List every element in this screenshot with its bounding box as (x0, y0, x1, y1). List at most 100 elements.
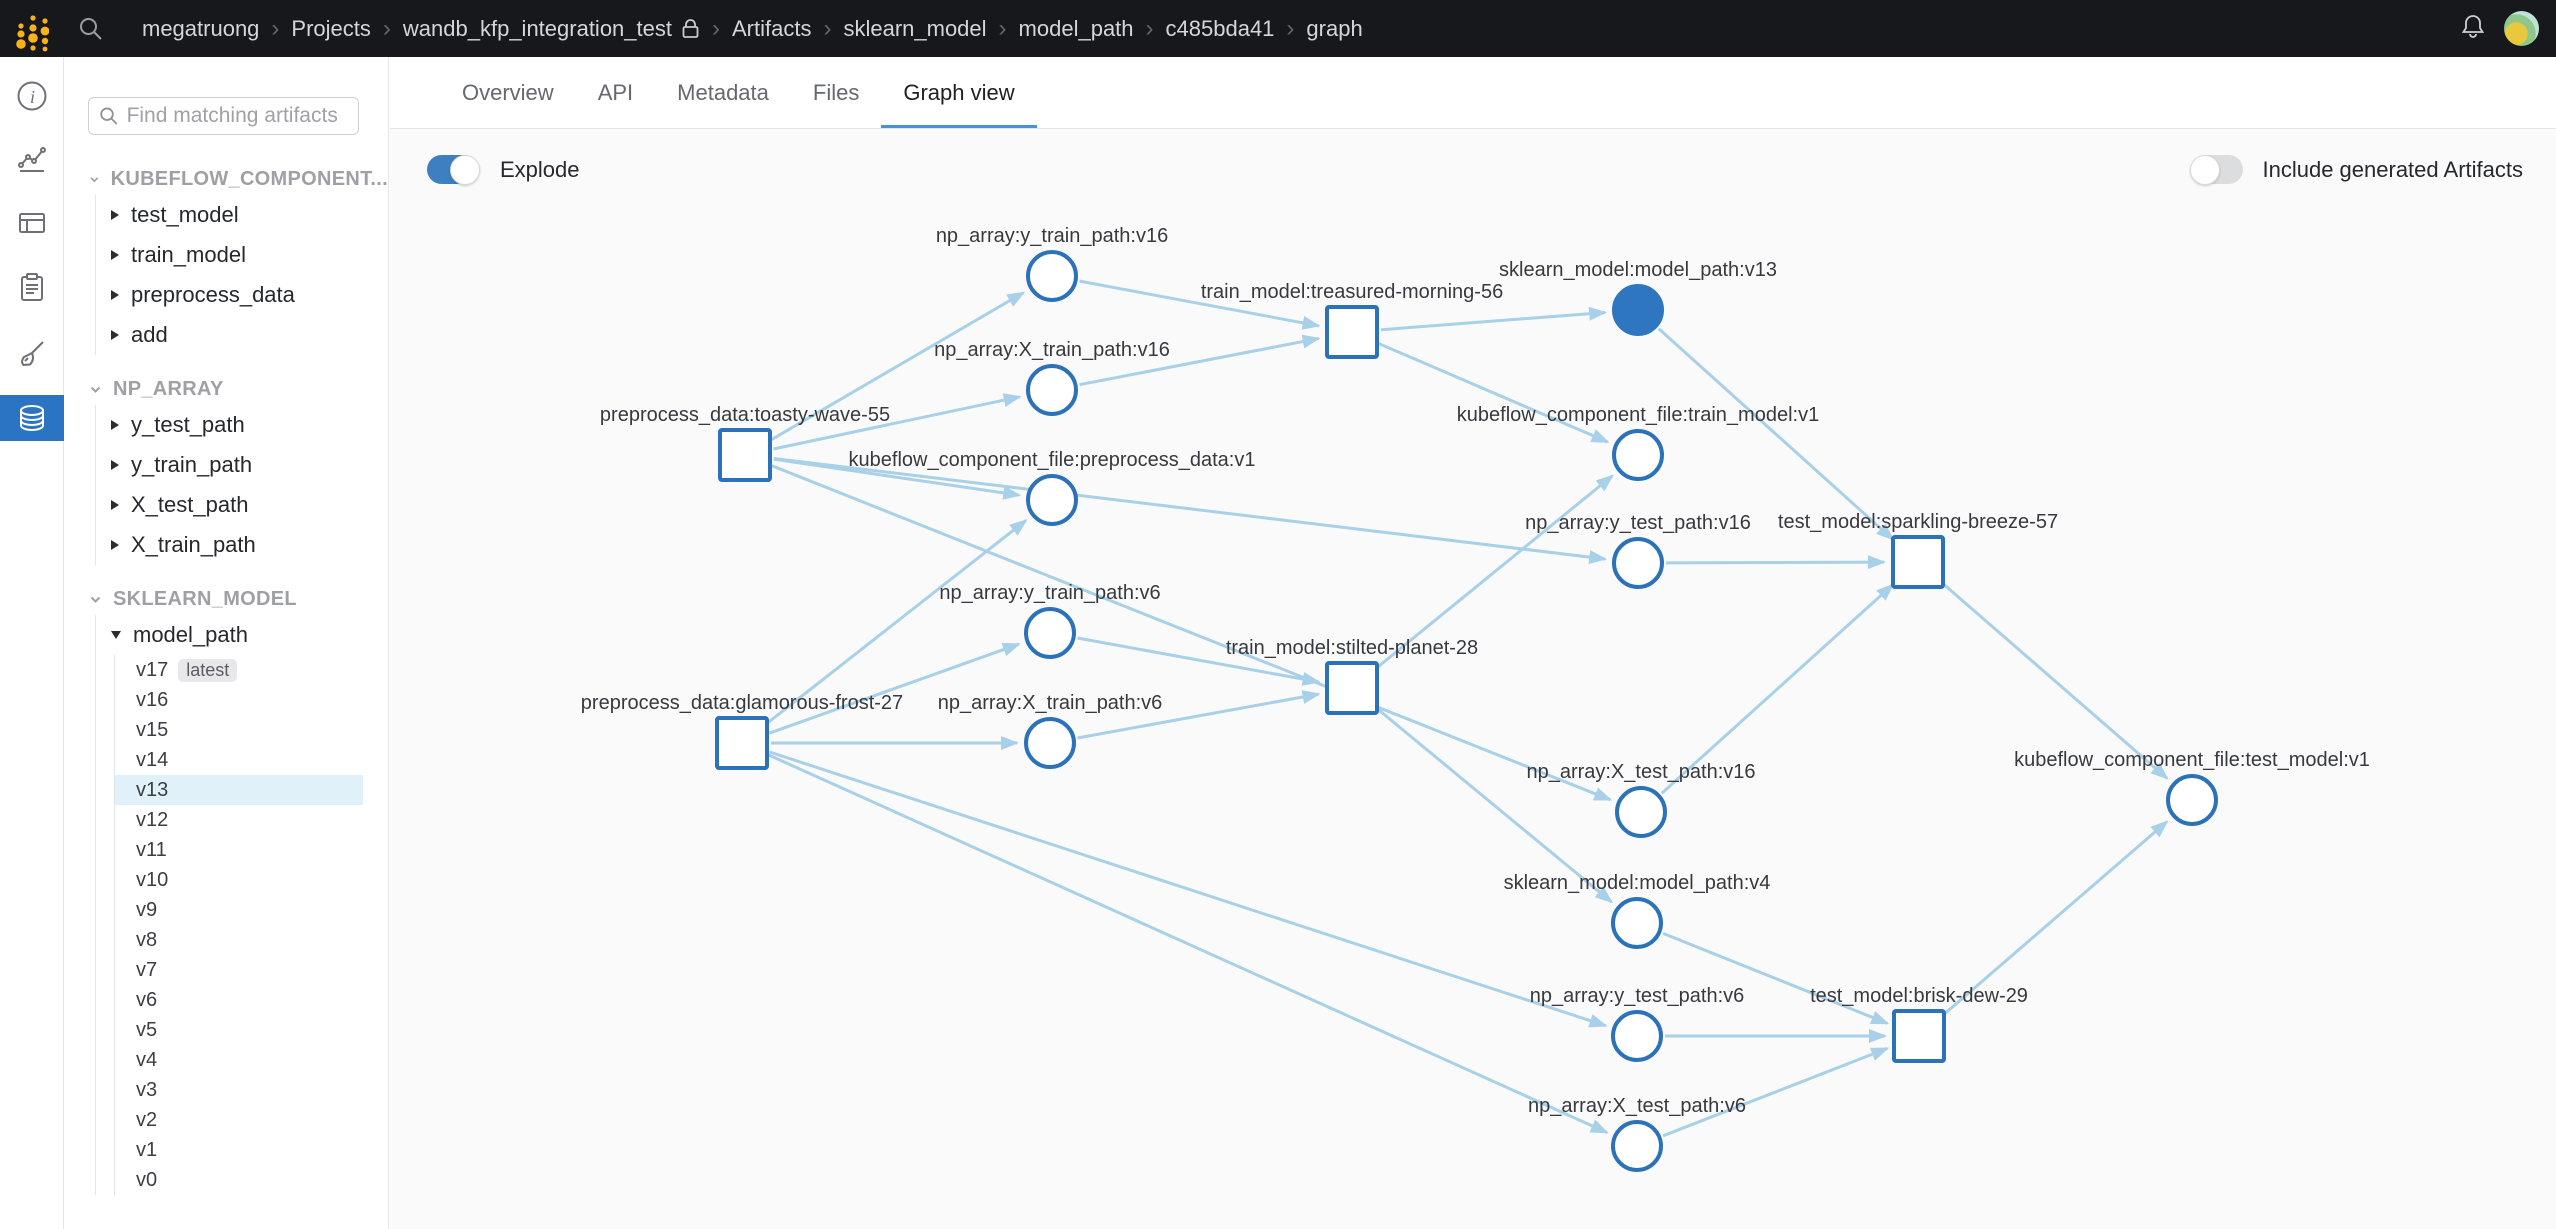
graph-node-label: sklearn_model:model_path:v13 (1499, 259, 1777, 281)
include-generated-toggle[interactable] (2189, 154, 2243, 185)
breadcrumb-item[interactable]: Projects (291, 16, 370, 42)
artifact-search-input[interactable] (126, 104, 348, 128)
graph-node-label: test_model:brisk-dew-29 (1810, 985, 2028, 1007)
svg-text:i: i (30, 87, 35, 107)
version-row-v11[interactable]: v11 (115, 835, 363, 865)
graph-node-glamorous[interactable] (715, 716, 769, 770)
graph-edge (1665, 555, 1886, 570)
graph-node-stilted[interactable] (1325, 661, 1379, 715)
graph-node-mp13[interactable] (1612, 284, 1664, 336)
wandb-logo-icon[interactable] (15, 6, 49, 52)
tab-graph-view[interactable]: Graph view (881, 57, 1036, 128)
tab-overview[interactable]: Overview (462, 79, 554, 105)
version-label: v12 (136, 808, 169, 831)
rail-item-artifacts[interactable] (0, 395, 64, 441)
sidebar-item-y_train_path[interactable]: y_train_path (96, 445, 388, 485)
include-generated-label: Include generated Artifacts (2262, 156, 2524, 182)
tree-item-label: y_test_path (131, 412, 245, 437)
rail-item-tables[interactable] (0, 200, 64, 246)
sidebar-item-X_train_path[interactable]: X_train_path (96, 525, 388, 565)
tab-metadata[interactable]: Metadata (677, 79, 769, 105)
version-row-v14[interactable]: v14 (115, 745, 363, 775)
sidebar-item-y_test_path[interactable]: y_test_path (96, 405, 388, 445)
graph-node-sparkling[interactable] (1891, 535, 1945, 589)
graph-node-file_test[interactable] (2166, 774, 2218, 826)
top-navbar: megatruong›Projects›wandb_kfp_integratio… (0, 0, 2556, 57)
breadcrumb-label: graph (1306, 15, 1363, 41)
section-header[interactable]: NP_ARRAY (64, 373, 388, 405)
info-icon: i (17, 81, 47, 111)
version-row-v9[interactable]: v9 (115, 895, 363, 925)
breadcrumb-item[interactable]: c485bda41 (1166, 16, 1275, 42)
graph-edge (763, 519, 1028, 727)
sidebar-item-test_model[interactable]: test_model (96, 195, 388, 235)
version-row-v12[interactable]: v12 (115, 805, 363, 835)
section-header[interactable]: KUBEFLOW_COMPONENT... (64, 163, 388, 195)
sidebar-item-model_path[interactable]: model_path (96, 615, 388, 655)
version-label: v2 (136, 1108, 158, 1131)
breadcrumb-item[interactable]: Artifacts (732, 16, 811, 42)
rail-item-workspace[interactable] (0, 135, 64, 181)
graph-node-file_train[interactable] (1612, 429, 1664, 481)
breadcrumb-separator: › (712, 14, 720, 42)
explode-label: Explode (500, 156, 580, 182)
breadcrumb-item[interactable]: graph (1306, 16, 1362, 42)
version-label: v4 (136, 1048, 158, 1071)
breadcrumb-item[interactable]: model_path (1019, 16, 1134, 42)
sidebar-item-preprocess_data[interactable]: preprocess_data (96, 275, 388, 315)
graph-node-label: kubeflow_component_file:preprocess_data:… (849, 449, 1256, 471)
breadcrumb-item[interactable]: sklearn_model (843, 16, 986, 42)
search-icon[interactable] (77, 15, 104, 42)
version-row-v8[interactable]: v8 (115, 925, 363, 955)
graph-node-brisk[interactable] (1892, 1009, 1946, 1063)
graph-node-toasty[interactable] (718, 428, 772, 482)
sidebar-item-train_model[interactable]: train_model (96, 235, 388, 275)
version-row-v7[interactable]: v7 (115, 955, 363, 985)
version-row-v4[interactable]: v4 (115, 1045, 363, 1075)
version-label: v17 (136, 658, 169, 681)
version-row-v16[interactable]: v16 (115, 685, 363, 715)
version-row-v5[interactable]: v5 (115, 1015, 363, 1045)
graph-node-y_test16[interactable] (1612, 537, 1664, 589)
graph-node-x_train6[interactable] (1024, 717, 1076, 769)
sidebar-item-add[interactable]: add (96, 315, 388, 355)
rail-item-logs[interactable] (0, 265, 64, 311)
rail-item-info[interactable]: i (0, 73, 64, 119)
graph-node-label: sklearn_model:model_path:v4 (1504, 872, 1771, 894)
rail-item-sweeps[interactable] (0, 330, 64, 376)
version-row-v3[interactable]: v3 (115, 1075, 363, 1105)
user-avatar[interactable] (2504, 11, 2539, 46)
version-row-v6[interactable]: v6 (115, 985, 363, 1015)
version-row-v15[interactable]: v15 (115, 715, 363, 745)
graph-node-x_test16[interactable] (1615, 786, 1667, 838)
section-header[interactable]: SKLEARN_MODEL (64, 583, 388, 615)
version-row-v2[interactable]: v2 (115, 1105, 363, 1135)
graph-node-label: preprocess_data:glamorous-frost-27 (581, 692, 903, 714)
notifications-bell-icon[interactable] (2459, 12, 2487, 45)
graph-edge (1662, 1047, 1890, 1138)
version-row-v0[interactable]: v0 (115, 1165, 363, 1195)
graph-node-y_train6[interactable] (1024, 607, 1076, 659)
version-row-v10[interactable]: v10 (115, 865, 363, 895)
graph-node-y_test6[interactable] (1611, 1010, 1663, 1062)
version-row-v13[interactable]: v13 (115, 775, 363, 805)
graph-edge (1373, 474, 1614, 671)
graph-node-file_pre[interactable] (1026, 474, 1078, 526)
graph-node-label: test_model:sparkling-breeze-57 (1778, 511, 2058, 533)
tab-files[interactable]: Files (812, 79, 860, 105)
version-label: v3 (136, 1078, 158, 1101)
breadcrumb-item[interactable]: wandb_kfp_integration_test (403, 16, 700, 42)
tab-api[interactable]: API (597, 79, 634, 105)
graph-node-y_train16[interactable] (1026, 250, 1078, 302)
version-row-v1[interactable]: v1 (115, 1135, 363, 1165)
graph-edge (769, 750, 1608, 1028)
breadcrumb-item[interactable]: megatruong (142, 16, 259, 42)
graph-node-x_train16[interactable] (1026, 364, 1078, 416)
graph-node-mp4[interactable] (1611, 897, 1663, 949)
sidebar-item-X_test_path[interactable]: X_test_path (96, 485, 388, 525)
graph-node-x_test6[interactable] (1611, 1120, 1663, 1172)
explode-toggle[interactable] (427, 154, 480, 185)
graph-node-treasured[interactable] (1325, 305, 1379, 359)
